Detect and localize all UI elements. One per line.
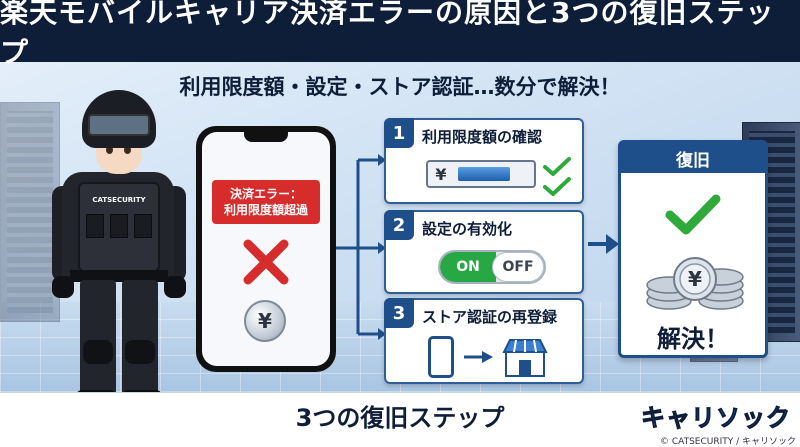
yen-symbol: ¥	[258, 309, 272, 333]
step-number: 3	[384, 298, 414, 328]
vest-pouch	[86, 214, 104, 238]
brand-logo: キャリソック	[641, 403, 791, 432]
phone-screen: 決済エラー： 利用限度額超過 ¥	[202, 132, 330, 366]
error-line-2: 利用限度額超過	[223, 203, 308, 217]
error-x-icon	[243, 239, 289, 285]
footer-bar	[0, 392, 800, 447]
payment-error-message: 決済エラー： 利用限度額超過	[212, 180, 320, 224]
step-number: 2	[384, 210, 414, 240]
character-leg	[80, 280, 116, 396]
knee-pad	[83, 340, 113, 364]
toggle-off-label: OFF	[492, 252, 544, 282]
step-number: 1	[384, 118, 414, 148]
yen-symbol: ¥	[435, 164, 447, 184]
security-character: CATSECURITY	[30, 90, 200, 430]
store-icon	[502, 339, 548, 377]
character-glove	[164, 276, 186, 298]
helmet-visor	[88, 114, 150, 136]
error-line-1: 決済エラー：	[229, 187, 302, 201]
recovery-card: 復旧 ¥ 解決！	[618, 140, 768, 358]
server-rack	[0, 102, 60, 322]
footer-title: 3つの復旧ステップ	[295, 403, 505, 432]
smartphone-icon	[428, 336, 454, 378]
arrow-right-icon	[464, 351, 493, 363]
phone-notch	[244, 132, 288, 142]
character-leg	[122, 280, 158, 396]
copyright-credit: © CATSECURITY / キャリソック	[659, 437, 796, 447]
double-check-icon	[543, 157, 571, 196]
usage-limit-fill	[458, 167, 510, 181]
recovery-heading: 復旧	[621, 143, 765, 173]
knee-pad	[125, 340, 155, 364]
coin-stack-icon: ¥	[646, 257, 744, 310]
character-eye	[106, 146, 113, 154]
check-icon	[665, 194, 721, 235]
yen-coin-icon: ¥	[244, 300, 286, 342]
character-belt	[70, 270, 168, 282]
usage-limit-bar: ¥	[426, 160, 536, 188]
step-title: 設定の有効化	[422, 220, 513, 238]
phone-illustration: 決済エラー： 利用限度額超過 ¥	[196, 126, 336, 372]
step-title: 利用限度額の確認	[422, 128, 543, 146]
character-eye	[124, 146, 131, 154]
character-glove	[52, 276, 74, 298]
page-title: 楽天モバイルキャリア決済エラーの原因と3つの復旧ステップ	[0, 0, 775, 69]
subtitle: 利用限度額・設定・ストア認証…数分で解決！	[0, 66, 800, 106]
vest-pouch	[134, 214, 152, 238]
arrow-right-icon	[588, 234, 619, 254]
vest-pouch	[110, 214, 128, 238]
coin-yen-symbol: ¥	[688, 267, 702, 291]
flow-connectors	[336, 154, 386, 340]
header-title-bar: 楽天モバイルキャリア決済エラーの原因と3つの復旧ステップ	[0, 0, 800, 69]
step-card-3: 3 ストア認証の再登録	[384, 298, 584, 384]
toggle-on-label: ON	[440, 252, 496, 282]
character-badge: CATSECURITY	[92, 196, 146, 204]
resolved-label: 解決！	[657, 324, 729, 353]
step-title: ストア認証の再登録	[422, 308, 558, 326]
subtitle-text: 利用限度額・設定・ストア認証…数分で解決！	[179, 75, 621, 99]
on-off-toggle: ON OFF	[438, 250, 546, 284]
step-card-2: 2 設定の有効化 ON OFF	[384, 210, 584, 294]
step-card-1: 1 利用限度額の確認 ¥	[384, 118, 584, 204]
